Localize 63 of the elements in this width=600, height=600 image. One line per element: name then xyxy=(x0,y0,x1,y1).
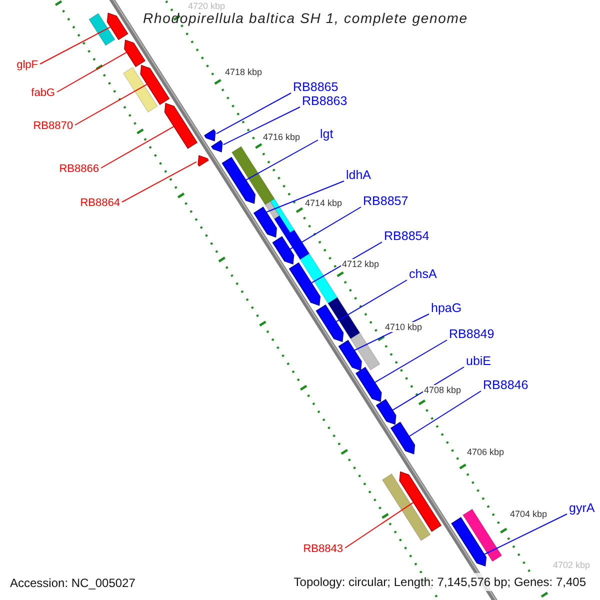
scale-label: 4706 kbp xyxy=(466,447,506,457)
gene-label: RB8863 xyxy=(302,93,348,109)
leader-line xyxy=(222,106,300,146)
scale-label: 4710 kbp xyxy=(384,322,424,332)
gene-feature xyxy=(376,398,396,425)
gene-feature xyxy=(204,129,216,142)
gene-feature xyxy=(222,156,256,204)
leader-line xyxy=(245,140,318,181)
gene-label: RB8854 xyxy=(384,228,430,244)
scale-label: 4702 kbp xyxy=(552,560,592,570)
scale-label: 4712 kbp xyxy=(341,259,380,269)
gene-label: RB8864 xyxy=(80,196,120,210)
leader-line xyxy=(344,502,414,548)
leader-line xyxy=(122,161,197,202)
leader-line xyxy=(392,366,464,411)
gene-feature xyxy=(272,236,294,265)
leader-line xyxy=(216,92,292,134)
title: Rhodopirellula baltica SH 1, complete genome xyxy=(143,10,468,26)
gene-label: RB8865 xyxy=(293,79,338,95)
gene-feature xyxy=(106,12,128,40)
gene-label: hpaG xyxy=(431,300,462,316)
leader-line xyxy=(289,206,362,250)
gene-label: RB8843 xyxy=(303,542,343,556)
gene-feature xyxy=(390,422,416,454)
leader-line xyxy=(100,126,174,168)
scale-label: 4704 kbp xyxy=(509,509,548,519)
gene-label: RB8870 xyxy=(33,119,73,133)
gene-label: RB8846 xyxy=(483,377,528,393)
leader-line xyxy=(408,390,482,437)
gene-feature xyxy=(164,102,198,149)
scale-label: 4720 kbp xyxy=(187,1,226,11)
gene-feature xyxy=(124,40,146,68)
leader-line xyxy=(74,84,148,126)
leader-line xyxy=(336,280,408,322)
gene-label: ldhA xyxy=(346,167,372,183)
leader-line xyxy=(40,26,111,64)
scale-label: 4714 kbp xyxy=(304,198,344,208)
gene-label: chsA xyxy=(409,266,437,282)
gene-feature xyxy=(399,471,442,532)
gene-label: ubiE xyxy=(466,353,492,369)
gene-label: fabG xyxy=(31,86,55,100)
gene-feature xyxy=(316,304,344,342)
gene-feature xyxy=(356,366,382,402)
gene-label: glpF xyxy=(16,58,38,72)
gene-feature xyxy=(210,140,223,152)
gene-feature xyxy=(451,517,487,566)
leader-line xyxy=(374,340,448,383)
gene-feature xyxy=(338,340,362,371)
accession-text: Accession: NC_005027 xyxy=(10,575,136,592)
gene-label: RB8849 xyxy=(449,326,494,342)
gene-label: RB8866 xyxy=(59,162,99,176)
leader-line xyxy=(56,52,128,92)
scale-label: 4708 kbp xyxy=(423,385,462,395)
leader-line xyxy=(484,514,568,555)
scale-label: 4716 kbp xyxy=(262,132,302,142)
gene-feature xyxy=(198,155,209,167)
gene-label: lgt xyxy=(320,126,334,142)
scale-label: 4718 kbp xyxy=(224,67,264,77)
gene-feature xyxy=(288,262,320,306)
leader-line xyxy=(266,180,344,213)
gene-label: RB8857 xyxy=(363,193,408,209)
gene-feature xyxy=(140,64,170,106)
gene-label: gyrA xyxy=(569,500,595,516)
